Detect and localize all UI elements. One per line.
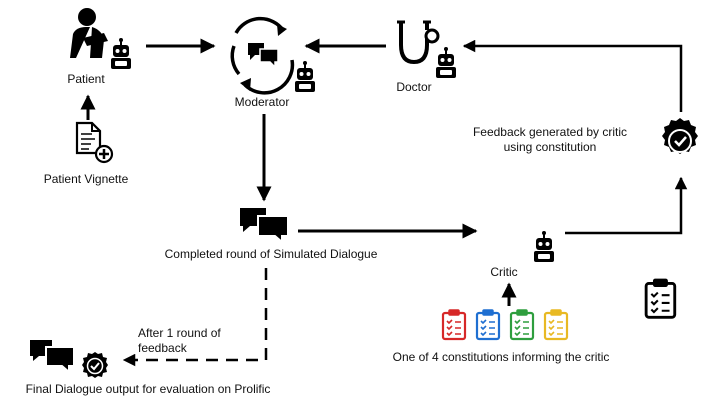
arrow-feedback-to-doctor bbox=[462, 39, 683, 112]
medical-plus-icon bbox=[94, 144, 114, 164]
patient-vignette-document-icon bbox=[75, 121, 102, 155]
after-round-annotation: After 1 round of feedback bbox=[138, 326, 221, 355]
final-output-label: Final Dialogue output for evaluation on … bbox=[25, 382, 271, 396]
constitutions-label: One of 4 constitutions informing the cri… bbox=[392, 350, 610, 364]
arrow-critic-to-feedback bbox=[565, 176, 688, 235]
final-chat-icon bbox=[30, 340, 75, 375]
patient-label: Patient bbox=[67, 72, 105, 86]
dashed-arrow-to-final-output bbox=[122, 268, 268, 367]
doctor-robot-icon bbox=[436, 47, 456, 78]
constitution-clipboard-yellow bbox=[543, 308, 569, 341]
patient-vignette-label: Patient Vignette bbox=[43, 172, 129, 186]
moderator-cycle-icon bbox=[230, 16, 295, 95]
dialogue-chat-icon bbox=[240, 208, 289, 245]
stethoscope-icon bbox=[397, 20, 440, 65]
verified-badge-icon bbox=[662, 118, 698, 154]
constitution-clipboard-red bbox=[441, 308, 467, 341]
moderator-label: Moderator bbox=[234, 95, 290, 109]
patient-icon bbox=[70, 8, 108, 58]
critic-label: Critic bbox=[490, 265, 518, 279]
critic-clipboard-icon bbox=[644, 278, 677, 319]
constitution-clipboard-blue bbox=[475, 308, 501, 341]
constitution-clipboard-green bbox=[509, 308, 535, 341]
doctor-label: Doctor bbox=[396, 80, 432, 94]
critic-robot-icon bbox=[534, 231, 554, 262]
moderator-chat-icon bbox=[248, 43, 279, 69]
final-verified-badge-icon bbox=[82, 352, 108, 378]
patient-robot-icon bbox=[111, 38, 131, 69]
dialogue-label: Completed round of Simulated Dialogue bbox=[164, 247, 378, 261]
moderator-robot-icon bbox=[295, 61, 315, 92]
feedback-annotation: Feedback generated by critic using const… bbox=[472, 125, 628, 154]
